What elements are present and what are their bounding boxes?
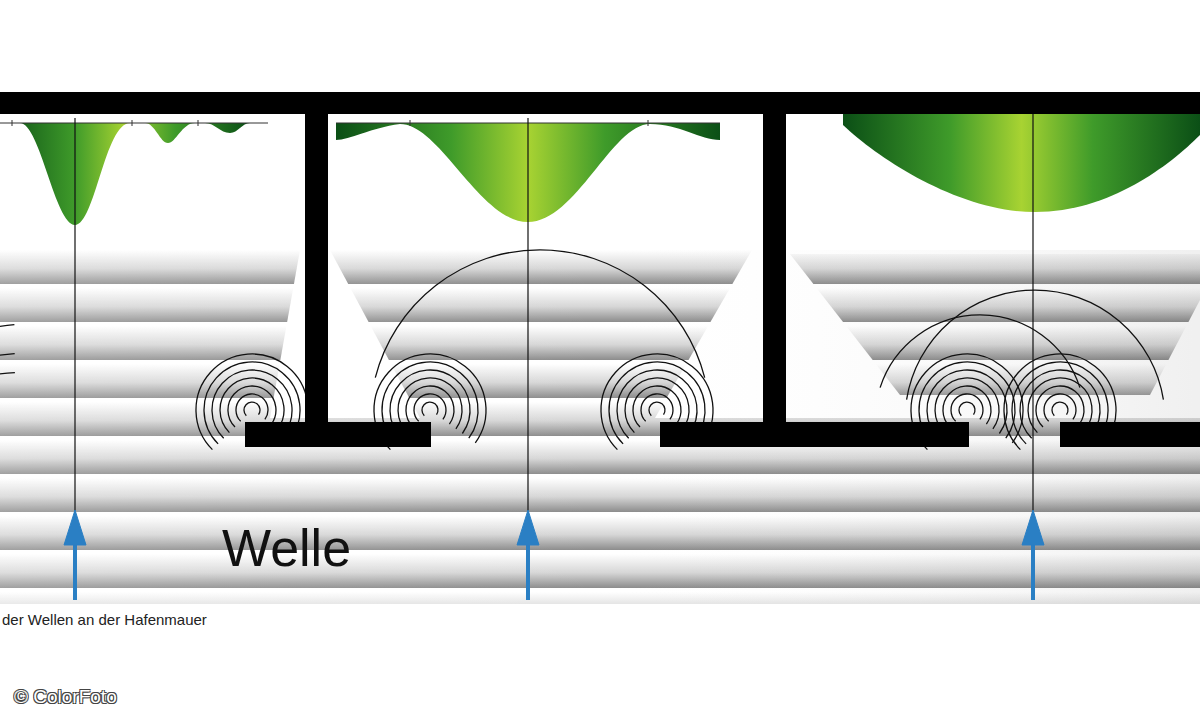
wave-arc xyxy=(633,386,681,427)
screen-bar xyxy=(0,92,1200,114)
wave-arc xyxy=(907,290,1164,400)
wave-arc xyxy=(0,373,15,473)
wave-arrow xyxy=(517,510,539,545)
wave-arc xyxy=(244,402,260,416)
wave-arc xyxy=(406,386,454,427)
intensity-profile xyxy=(843,114,1200,212)
harbour-wall xyxy=(1060,422,1200,447)
wave-label: Welle xyxy=(222,518,351,578)
intensity-profile xyxy=(0,123,250,225)
harbour-wall xyxy=(660,422,969,447)
wave-arc xyxy=(959,402,975,416)
wave-arc xyxy=(375,250,704,378)
wave-arc xyxy=(422,402,438,416)
wave-arc xyxy=(649,402,665,416)
wave-arc xyxy=(1052,402,1068,416)
wave-arrow xyxy=(64,510,86,545)
wave-arc xyxy=(236,394,268,421)
wave-arc xyxy=(0,325,14,442)
wave-arc xyxy=(641,394,673,421)
wave-arc xyxy=(1044,394,1076,421)
copyright-watermark: © ColorFoto xyxy=(14,686,117,708)
harbour-wall xyxy=(245,422,431,447)
wall-post xyxy=(763,112,786,422)
wave-arc xyxy=(951,394,983,421)
wave-arc xyxy=(880,315,1080,388)
wave-arc xyxy=(228,386,276,427)
wave-arc xyxy=(414,394,446,421)
wave-arcs xyxy=(0,250,1163,473)
wave-arc xyxy=(943,386,991,427)
wave-arrow xyxy=(1022,510,1044,545)
figure-caption: der Wellen an der Hafenmauer xyxy=(2,611,207,628)
wave-arc xyxy=(1036,386,1084,427)
wave-arc xyxy=(0,354,15,462)
wall-post xyxy=(305,112,328,422)
